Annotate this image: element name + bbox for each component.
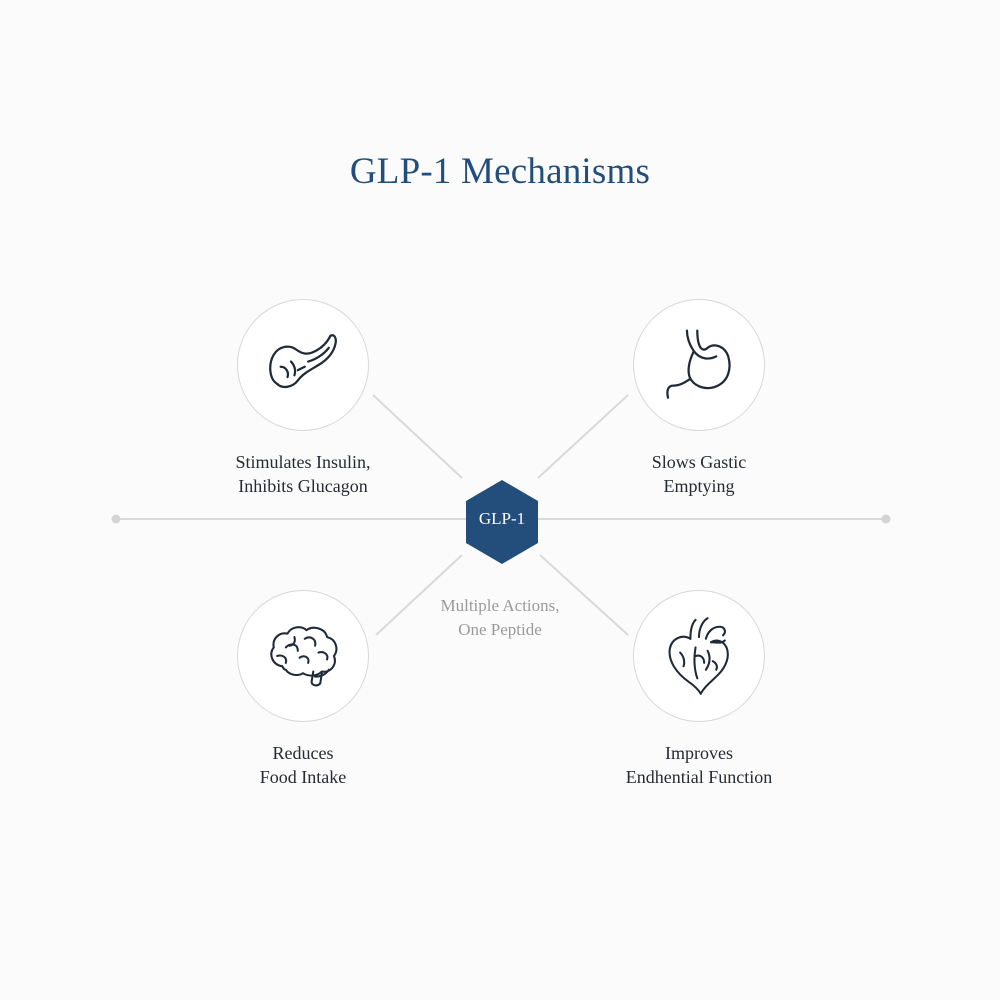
stomach-label: Slows Gastic Emptying [583, 450, 815, 498]
axis-end-dot [111, 514, 121, 524]
heart-label-line1: Improves [665, 743, 733, 763]
glp1-hub-label: GLP-1 [478, 509, 526, 528]
stomach-node [633, 299, 765, 431]
connector-brain [375, 554, 463, 636]
stomach-label-line1: Slows Gastic [651, 452, 747, 472]
connector-heart [539, 554, 629, 636]
center-caption-line2: One Peptide [458, 620, 542, 639]
diagram-title: GLP-1 Mechanisms [349, 151, 651, 192]
pancreas-icon [269, 334, 337, 389]
heart-icon [668, 617, 729, 695]
brain-icon [270, 626, 338, 687]
heart-label-line2: Endhential Function [625, 767, 773, 787]
connector-pancreas [372, 394, 463, 479]
center-caption-line1: Multiple Actions, [440, 596, 560, 615]
stomach-label-line2: Emptying [663, 476, 735, 496]
center-caption: Multiple Actions, One Peptide [350, 594, 650, 642]
pancreas-label-line1: Stimulates Insulin, [235, 452, 371, 472]
brain-node [237, 590, 369, 722]
stomach-icon [666, 329, 731, 399]
pancreas-label-line2: Inhibits Glucagon [238, 476, 368, 496]
heart-label: Improves Endhential Function [583, 741, 815, 789]
pancreas-node [237, 299, 369, 431]
brain-label-line2: Food Intake [259, 767, 347, 787]
pancreas-label: Stimulates Insulin, Inhibits Glucagon [187, 450, 419, 498]
connector-stomach [537, 394, 629, 479]
glp1-hub-hexagon [466, 480, 538, 564]
heart-node [633, 590, 765, 722]
brain-label-line1: Reduces [272, 743, 334, 763]
axis-end-dot [881, 514, 891, 524]
brain-label: Reduces Food Intake [187, 741, 419, 789]
